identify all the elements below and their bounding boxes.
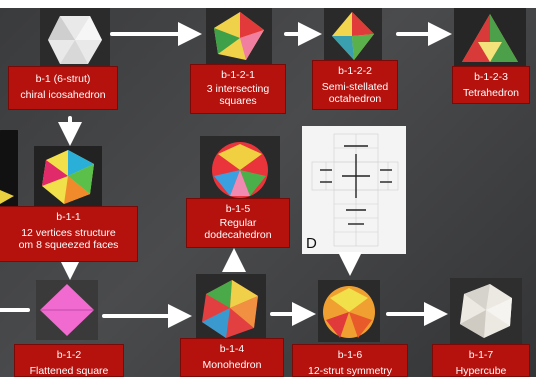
node-b-1-1-line-3: om 8 squeezed faces <box>18 239 119 251</box>
photo-b-1-2-3 <box>454 8 526 70</box>
node-b-1-line-2: chiral icosahedron <box>20 89 106 101</box>
photo-b-1-7 <box>450 278 522 344</box>
node-b-1-5-line-2: Regular <box>219 217 257 229</box>
node-b-1-2-1-line-2: 3 intersecting <box>206 83 270 95</box>
diagram-letter: D <box>306 235 317 252</box>
photo-b-1-2-1 <box>206 8 272 68</box>
node-b-1-4: b-1-4 Monohedron <box>180 338 284 377</box>
photo-b-1-5 <box>200 136 280 202</box>
node-b-1-6: b-1-6 12-strut symmetry <box>292 344 408 377</box>
node-b-1-4-line-2: Monohedron <box>202 359 262 371</box>
node-b-1-2-1-line-3: squares <box>219 95 257 107</box>
node-b-1-2-2-line-2: Semi-stellated <box>321 81 389 93</box>
node-b-1-2-2-line-3: octahedron <box>328 93 382 105</box>
node-b-1-2-1: b-1-2-1 3 intersecting squares <box>190 64 286 114</box>
node-b-1-2-3-line-1: b-1-2-3 <box>474 71 508 83</box>
node-b-1-7: b-1-7 Hypercube <box>432 344 530 377</box>
node-b-1-1-line-1: b-1-1 <box>56 211 81 223</box>
flow-arrows <box>0 22 452 328</box>
node-b-1-5-line-1: b-1-5 <box>225 203 251 215</box>
node-b-1-1-line-2: 12 vertices structure <box>21 227 116 239</box>
photo-b-1 <box>40 8 110 70</box>
diagram-background: D b-1 (6-strut) chiral icosahedron b-1-2… <box>0 8 536 377</box>
node-b-1-2-2: b-1-2-2 Semi-stellated octahedron <box>312 60 398 110</box>
photo-left-edge-fragment <box>0 130 18 210</box>
node-b-1-line-1: b-1 (6-strut) <box>35 73 91 85</box>
node-b-1: b-1 (6-strut) chiral icosahedron <box>8 66 118 110</box>
photo-b-1-2-2 <box>324 8 382 64</box>
photo-b-1-1 <box>34 146 102 208</box>
photo-b-1-6 <box>318 280 380 342</box>
layout-diagram-card: D <box>302 126 406 254</box>
node-b-1-7-line-2: Hypercube <box>455 365 507 377</box>
node-b-1-2-2-line-1: b-1-2-2 <box>338 65 372 77</box>
node-b-1-2-line-2: Flattened square <box>29 365 109 377</box>
node-b-1-2-3-line-2: Tetrahedron <box>462 87 520 99</box>
node-b-1-2-line-1: b-1-2 <box>56 349 82 361</box>
photo-b-1-4 <box>196 274 266 342</box>
top-white-strip <box>0 0 536 8</box>
node-b-1-2-1-line-1: b-1-2-1 <box>221 69 255 81</box>
node-b-1-5: b-1-5 Regular dodecahedron <box>186 198 290 248</box>
node-b-1-2-3: b-1-2-3 Tetrahedron <box>452 66 530 104</box>
node-b-1-4-line-1: b-1-4 <box>219 343 245 355</box>
photo-b-1-2 <box>36 280 98 340</box>
node-b-1-1: b-1-1 12 vertices structure om 8 squeeze… <box>0 206 138 262</box>
node-b-1-6-line-1: b-1-6 <box>337 349 363 361</box>
node-b-1-6-line-2: 12-strut symmetry <box>307 365 392 377</box>
node-b-1-5-line-3: dodecahedron <box>204 229 272 241</box>
node-b-1-2: b-1-2 Flattened square <box>14 344 124 377</box>
node-b-1-7-line-1: b-1-7 <box>468 349 494 361</box>
